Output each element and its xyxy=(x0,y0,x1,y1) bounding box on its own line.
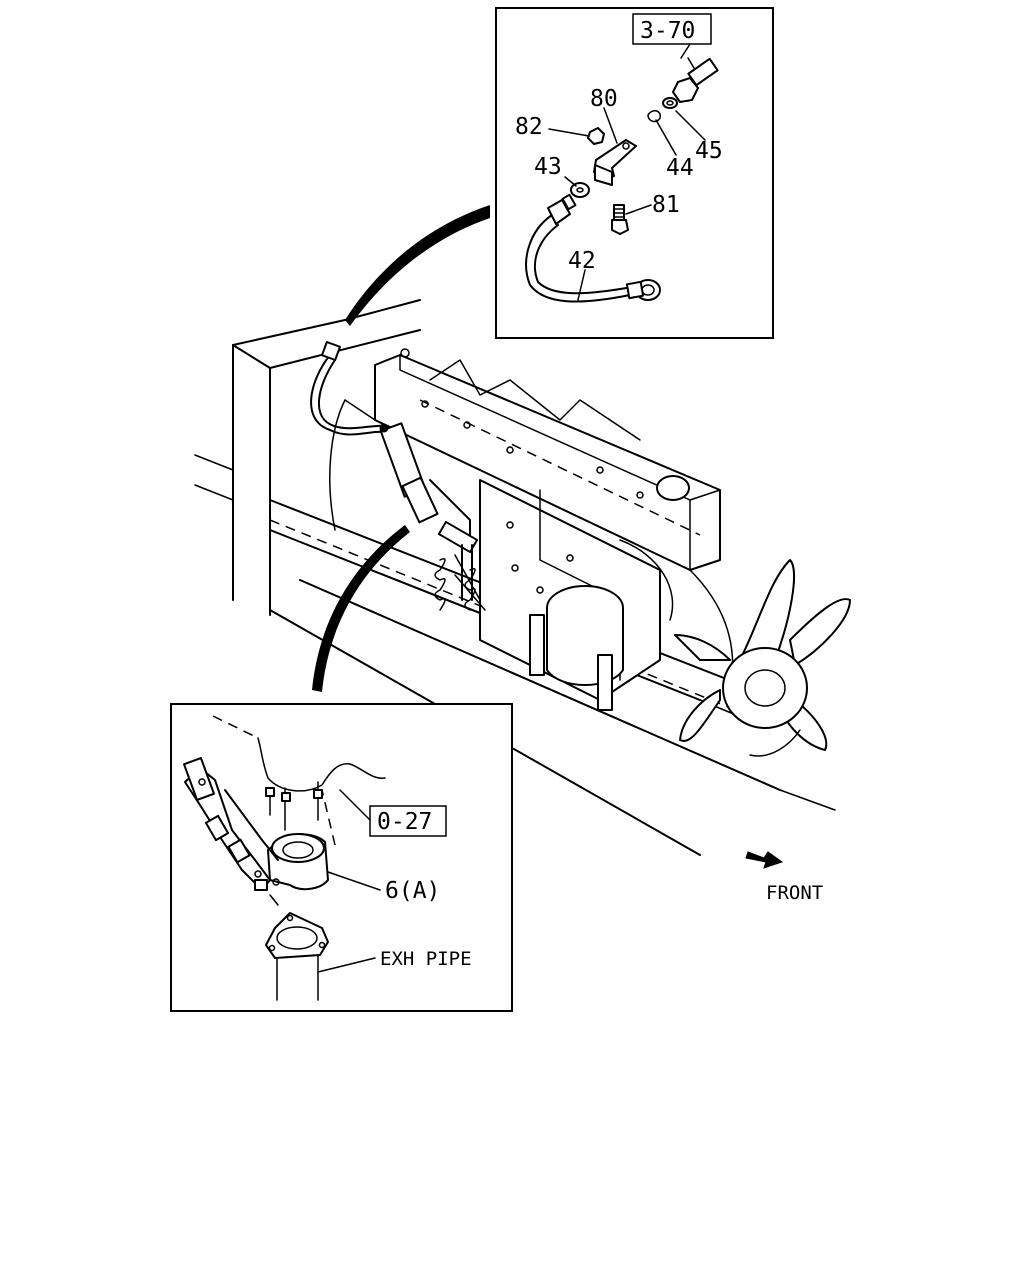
leader-arc-upper xyxy=(345,205,490,326)
lower-inset: 0-27 xyxy=(170,703,513,1012)
exh-pipe-label: EXH PIPE xyxy=(380,948,472,970)
ref-label-0-27: 0-27 xyxy=(377,809,432,835)
cooling-fan xyxy=(674,559,851,757)
part-label-6a: 6(A) xyxy=(385,878,440,904)
upper-inset: 3-70 xyxy=(495,7,774,339)
exhaust-brake-valve xyxy=(183,757,329,906)
part-label-82: 82 xyxy=(515,114,543,140)
washer-44 xyxy=(647,110,661,123)
front-arrow-icon xyxy=(745,851,784,869)
washer-45 xyxy=(662,97,678,109)
washer-43 xyxy=(570,182,590,198)
hose-42 xyxy=(525,193,661,303)
exhaust-manifold xyxy=(212,715,386,846)
exhaust-coil xyxy=(434,554,486,611)
nut-82 xyxy=(587,127,605,145)
part-label-80: 80 xyxy=(590,86,618,112)
ref-label-3-70: 3-70 xyxy=(640,18,695,44)
engine-block xyxy=(329,399,734,711)
front-label: FRONT xyxy=(766,882,823,904)
bolt-81 xyxy=(611,204,629,235)
part-label-43: 43 xyxy=(534,154,562,180)
bracket-80 xyxy=(593,139,637,186)
ref-box-3-70 xyxy=(632,13,712,45)
exhaust-brake-unit xyxy=(310,341,479,601)
exhaust-pipe xyxy=(265,912,329,1001)
part-label-45: 45 xyxy=(695,138,723,164)
part-label-81: 81 xyxy=(652,192,680,218)
ref-box-0-27 xyxy=(369,805,447,837)
leader-arc-lower xyxy=(312,525,410,692)
bolt-3-70 xyxy=(672,57,719,103)
part-label-44: 44 xyxy=(666,155,694,181)
part-label-42: 42 xyxy=(568,248,596,274)
